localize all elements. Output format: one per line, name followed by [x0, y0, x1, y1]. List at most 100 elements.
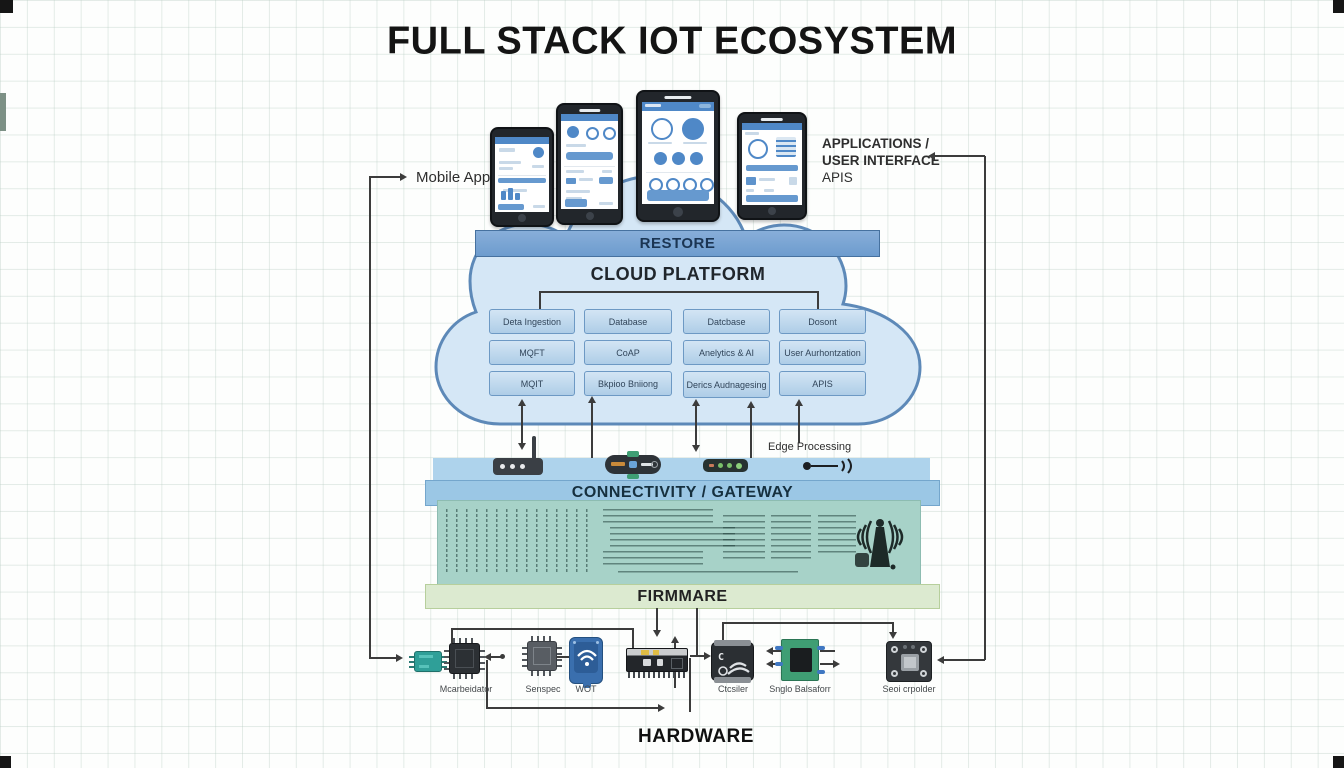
- microcontroller-icon: [444, 638, 485, 679]
- led-strip-icon: [703, 459, 748, 472]
- arrowhead: [795, 399, 803, 406]
- paper-corner-mark: [1333, 0, 1344, 13]
- phone-home-button: [768, 207, 776, 215]
- left-connector-line: [369, 176, 401, 178]
- connector: [696, 608, 698, 655]
- arrowhead: [400, 173, 407, 181]
- applications-line-2: USER INTERFACE: [822, 153, 940, 168]
- dev-board-icon: [626, 648, 688, 678]
- phone-screen: [742, 123, 802, 205]
- arrowhead: [518, 399, 526, 406]
- code-texture: [618, 571, 798, 577]
- arrowhead: [396, 654, 403, 662]
- code-texture: [723, 515, 765, 561]
- arrowhead: [704, 652, 711, 660]
- connector: [486, 660, 488, 708]
- wifi-router-icon: [493, 436, 543, 475]
- cloud-bracket: [539, 291, 541, 309]
- hw-label-soc: Seoi crpolder: [882, 684, 936, 694]
- svg-text:C: C: [718, 652, 724, 663]
- arrowhead: [692, 399, 700, 406]
- right-connector-line: [943, 659, 985, 661]
- arrowhead: [653, 630, 661, 637]
- service-box: MQFT: [489, 340, 575, 365]
- connector: [486, 707, 660, 709]
- arrowhead: [889, 632, 897, 639]
- arrowhead: [766, 647, 773, 655]
- connector: [656, 608, 658, 632]
- service-box: Derics Audnagesing: [683, 371, 770, 398]
- mobile-phone-2: [556, 103, 623, 225]
- service-box: User Aurhontzation: [779, 340, 866, 365]
- service-box: Dosont: [779, 309, 866, 334]
- sensor-chip-icon: [522, 636, 562, 676]
- page-title: FULL STACK IOT ECOSYSTEM: [386, 19, 958, 63]
- pcb-board-icon: [775, 639, 825, 681]
- left-connector-line: [369, 177, 371, 659]
- cloud-gateway-arrow: [591, 400, 593, 458]
- soc-module-icon: [886, 641, 932, 682]
- applications-label: APPLICATIONS / USER INTERFACE APIS: [822, 135, 940, 186]
- applications-line-1: APPLICATIONS /: [822, 136, 930, 151]
- radio-tower-icon: [855, 519, 904, 570]
- service-box: MQIT: [489, 371, 575, 396]
- pcb-chip-icon: [409, 651, 447, 672]
- hw-label-board: Snglo Balsaforr: [769, 684, 831, 694]
- mobile-phone-3: [636, 90, 720, 222]
- service-box: APIS: [779, 371, 866, 396]
- connector: [689, 658, 691, 712]
- phone-screen: [561, 114, 618, 209]
- gateway-module-icon: [605, 451, 661, 479]
- mobile-phone-4: [737, 112, 807, 220]
- arrowhead: [588, 396, 596, 403]
- paper-edge-mark: [0, 93, 6, 131]
- signal-waves-icon: [803, 458, 852, 474]
- paper-corner-mark: [0, 756, 11, 768]
- cloud-gateway-arrow: [750, 405, 752, 458]
- mobile-phone-1: [490, 127, 554, 227]
- phone-home-button: [518, 214, 526, 222]
- arrowhead: [928, 152, 935, 160]
- connector: [892, 622, 894, 634]
- edge-processing-label: Edge Processing: [768, 441, 852, 453]
- hw-label-wifi: WOT: [575, 684, 597, 694]
- firmware-layer-bar: FIRMMARE: [425, 584, 940, 609]
- connector: [820, 663, 835, 665]
- right-connector-line: [934, 155, 985, 157]
- service-box: Datcbase: [683, 309, 770, 334]
- hardware-section-title: HARDWARE: [638, 726, 754, 747]
- arrowhead: [833, 660, 840, 668]
- arrowhead: [671, 636, 679, 643]
- hw-label-microcontroller: Mcarbeidator: [439, 684, 493, 694]
- connector-dot: [500, 654, 505, 659]
- cloud-gateway-arrow: [695, 403, 697, 449]
- arrowhead: [766, 660, 773, 668]
- code-texture: [446, 507, 596, 573]
- paper-corner-mark: [0, 0, 13, 13]
- service-box: Database: [584, 309, 672, 334]
- service-box: Anelytics & AI: [683, 340, 770, 365]
- connector: [451, 628, 453, 643]
- connector: [451, 628, 634, 630]
- cloud-gateway-arrow: [798, 403, 800, 443]
- connector: [820, 650, 835, 652]
- paper-corner-mark: [1333, 756, 1344, 768]
- connector: [722, 622, 724, 640]
- code-texture: [603, 509, 713, 523]
- phone-screen: [642, 102, 714, 204]
- phone-home-button: [673, 207, 683, 217]
- hw-label-sensor: Senspec: [525, 684, 561, 694]
- service-box: Deta Ingestion: [489, 309, 575, 334]
- connector: [489, 656, 501, 658]
- code-texture: [818, 515, 856, 555]
- cloud-bracket: [817, 291, 819, 309]
- cloud-gateway-arrow: [521, 403, 523, 447]
- hw-label-cellular: Ctcsiler: [717, 684, 749, 694]
- restore-layer-bar: RESTORE: [475, 230, 880, 257]
- arrowhead: [747, 401, 755, 408]
- arrowhead: [937, 656, 944, 664]
- connector: [722, 622, 893, 624]
- arrowhead: [692, 445, 700, 452]
- wifi-module-icon: [569, 637, 603, 688]
